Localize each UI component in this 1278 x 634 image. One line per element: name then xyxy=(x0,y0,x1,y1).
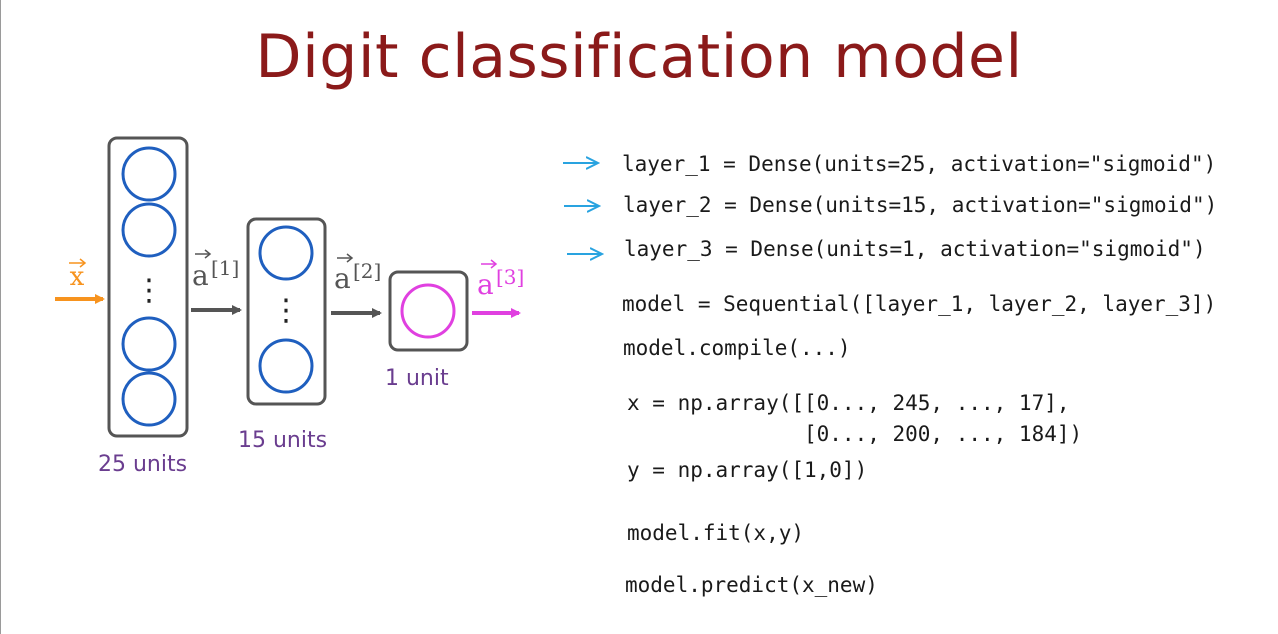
layer-1-ellipsis: ⋮ xyxy=(134,273,164,308)
layer-1-neuron xyxy=(121,316,177,372)
layer-2-units-label: 15 units xyxy=(238,428,328,453)
code-line-layer-1: layer_1 = Dense(units=25, activation="si… xyxy=(622,152,1217,176)
layer-1-units-label: 25 units xyxy=(98,452,188,477)
activation-2: a [2] xyxy=(334,253,381,295)
input-label: x xyxy=(70,262,85,292)
activation-1-label: a xyxy=(192,259,209,292)
layer-2-ellipsis: ⋮ xyxy=(271,293,301,328)
code-line-layer-3: layer_3 = Dense(units=1, activation="sig… xyxy=(624,237,1206,261)
vector-arrowhead-icon xyxy=(79,258,87,268)
layer-1-neuron xyxy=(121,146,177,202)
activation-1: a [1] xyxy=(192,249,239,292)
activation-2-superscript: [2] xyxy=(353,259,381,283)
code-line-fit: model.fit(x,y) xyxy=(627,521,805,545)
layer-2-neuron xyxy=(258,225,314,281)
layer-3-units-label: 1 unit xyxy=(385,366,449,391)
code-line-model: model = Sequential([layer_1, layer_2, la… xyxy=(622,292,1217,316)
layer-2-box xyxy=(246,217,327,406)
code-line-predict: model.predict(x_new) xyxy=(625,573,878,597)
slide-title: Digit classification model xyxy=(255,22,1023,92)
code-line-layer-2: layer_2 = Dense(units=15, activation="si… xyxy=(623,193,1218,217)
layer-2-neuron xyxy=(258,338,314,394)
activation-3-superscript: [3] xyxy=(496,265,524,289)
output-neuron xyxy=(400,283,456,339)
layer-1-neuron xyxy=(121,202,177,258)
layer-1-neuron xyxy=(121,371,177,427)
layer-3-box xyxy=(388,270,469,352)
code-line-x-array: x = np.array([[0..., 245, ..., 17], xyxy=(627,391,1070,415)
activation-2-label: a xyxy=(334,262,351,295)
activation-3: a [3] xyxy=(477,259,524,301)
code-line-compile: model.compile(...) xyxy=(623,336,851,360)
code-line-y-array: y = np.array([1,0]) xyxy=(627,458,868,482)
activation-1-superscript: [1] xyxy=(211,256,239,280)
input-x: x xyxy=(69,258,87,292)
left-border xyxy=(0,0,1,634)
code-line-x-array-cont: [0..., 200, ..., 184]) xyxy=(627,422,1083,446)
layer-1-box xyxy=(107,136,189,438)
activation-3-label: a xyxy=(477,268,494,301)
